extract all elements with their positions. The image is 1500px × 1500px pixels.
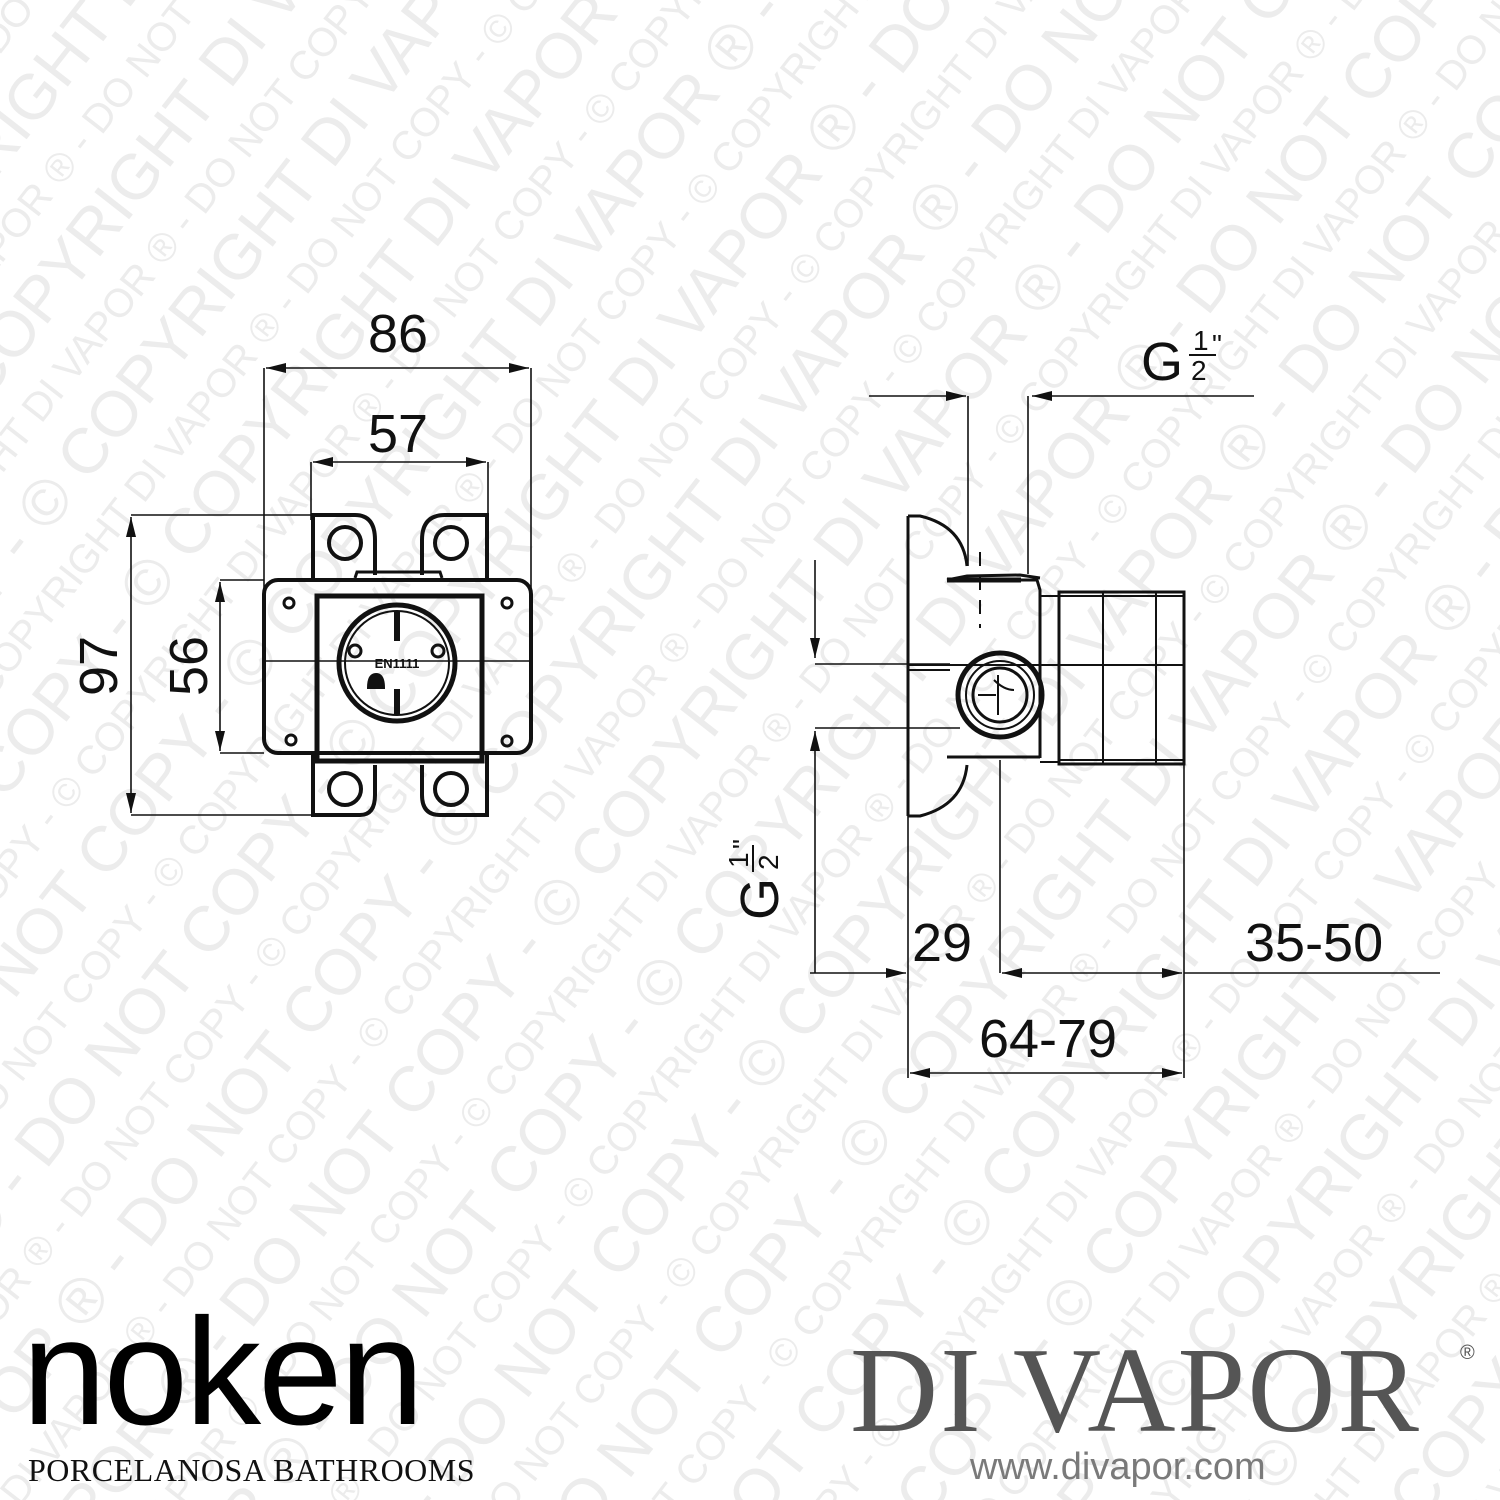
noken-tagline: PORCELANOSA BATHROOMS <box>28 1452 476 1488</box>
registered-mark: ® <box>1460 1342 1475 1364</box>
svg-text:G: G <box>730 878 790 920</box>
dimension-57 <box>310 457 489 520</box>
dimension-86 <box>263 363 532 590</box>
dimension-label-86: 86 <box>368 304 428 364</box>
front-view <box>126 363 533 817</box>
divapor-logo: DI VAPOR <box>850 1323 1421 1458</box>
dimension-label-97: 97 <box>69 636 129 696</box>
dimension-56 <box>215 579 264 754</box>
svg-text:": " <box>1212 329 1222 360</box>
dimension-label-64-79: 64-79 <box>979 1009 1117 1069</box>
svg-text:G: G <box>1141 332 1183 392</box>
cartridge-marking: EN1111 <box>375 656 420 671</box>
noken-logo: noken <box>22 1287 424 1457</box>
svg-text:": " <box>727 839 758 849</box>
bottom-thread-label: G 1 2 " <box>723 839 790 920</box>
svg-text:2: 2 <box>753 854 784 870</box>
top-mounting-lugs <box>311 513 489 580</box>
dimension-top-thread <box>869 391 1254 574</box>
svg-text:1: 1 <box>1193 325 1209 356</box>
mounting-plate <box>262 578 533 755</box>
side-view <box>810 391 1440 1078</box>
dimension-label-57: 57 <box>368 404 428 464</box>
dimension-label-29: 29 <box>912 913 972 973</box>
divapor-url: www.divapor.com <box>970 1446 1266 1488</box>
svg-text:2: 2 <box>1191 355 1207 386</box>
bottom-mounting-lugs <box>311 755 489 817</box>
dimension-label-56: 56 <box>159 636 219 696</box>
dimension-29-35-50 <box>810 760 1440 978</box>
top-thread-label: G 1 2 " <box>1141 325 1222 392</box>
valve-body-square <box>314 593 485 764</box>
inlet-port <box>955 650 1045 740</box>
valve-body-side <box>908 552 1186 766</box>
dimension-64-79 <box>907 764 1185 1078</box>
dimension-97 <box>126 514 316 816</box>
dimension-label-35-50: 35-50 <box>1245 913 1383 973</box>
cartridge <box>336 602 458 724</box>
dimension-bottom-thread <box>810 560 960 973</box>
svg-text:1: 1 <box>723 852 754 868</box>
